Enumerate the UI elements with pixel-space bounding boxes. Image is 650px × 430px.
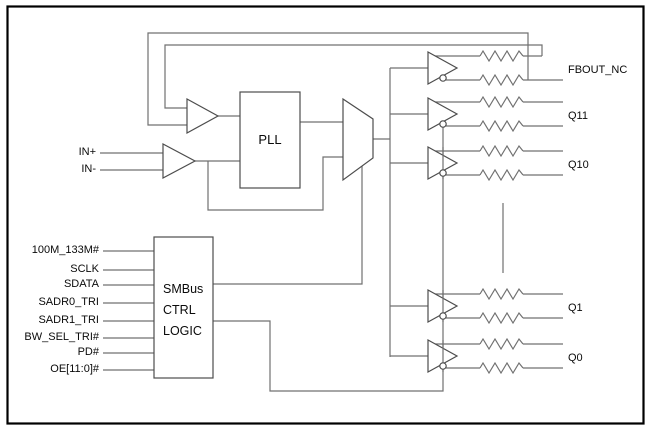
pin-label-bw-sel-tri: BW_SEL_TRI# — [24, 331, 99, 343]
resistor-icon — [479, 144, 524, 158]
feedback-wire-inner — [164, 44, 543, 109]
clock-trunk-wire — [373, 67, 428, 357]
pin-label-sadr0-tri: SADR0_TRI — [38, 296, 99, 308]
mux-icon — [342, 97, 374, 182]
smbus-label-line3: LOGIC — [163, 324, 202, 338]
smbus-label-line2: CTRL — [163, 303, 196, 317]
resistor-icon — [479, 311, 524, 325]
pin-label-fbout-nc: FBOUT_NC — [568, 64, 628, 76]
inverted-output-bubble — [439, 362, 447, 370]
pin-label-q0: Q0 — [568, 352, 583, 364]
control-pin-wires — [103, 250, 154, 371]
resistor-icon — [479, 337, 524, 351]
smbus-label-line1: SMBus — [163, 282, 204, 296]
pin-label-oe: OE[11:0]# — [50, 363, 99, 375]
diagram-frame — [6, 5, 645, 425]
pin-label-pd: PD# — [77, 346, 99, 358]
inverted-output-bubble — [439, 74, 447, 82]
resistor-icon — [479, 119, 524, 133]
pll-box — [239, 91, 301, 189]
pin-label-q11: Q11 — [568, 110, 588, 122]
resistor-icon — [479, 168, 524, 182]
pin-label-sdata: SDATA — [63, 278, 99, 290]
inverted-output-bubble — [439, 120, 447, 128]
feedback-buffer-icon — [186, 97, 220, 135]
input-buffer-icon — [162, 143, 197, 179]
pll-label: PLL — [258, 132, 282, 147]
pin-label-sadr1-tri: SADR1_TRI — [38, 314, 99, 326]
inverted-output-bubble — [439, 169, 447, 177]
resistor-icon — [479, 95, 524, 109]
pll-bypass-wire — [207, 156, 343, 211]
resistor-icon — [479, 287, 524, 301]
smbus-box — [153, 236, 214, 379]
smbus-label: SMBus CTRL LOGIC — [163, 279, 203, 342]
feedback-wire-outer — [147, 32, 529, 126]
pin-label-in-minus: IN- — [81, 163, 96, 175]
pin-label-100m-133m: 100M_133M# — [31, 244, 99, 256]
pin-label-q1: Q1 — [568, 302, 583, 314]
pin-label-sclk: SCLK — [70, 263, 99, 275]
pin-label-in-plus: IN+ — [78, 146, 96, 158]
mux-select-wire — [213, 166, 363, 285]
resistor-icon — [479, 361, 524, 375]
inverted-output-bubble — [439, 312, 447, 320]
resistor-icon — [479, 73, 524, 87]
clock-input-wires — [100, 152, 163, 171]
pin-label-q10: Q10 — [568, 159, 589, 171]
resistor-icon — [479, 49, 524, 63]
